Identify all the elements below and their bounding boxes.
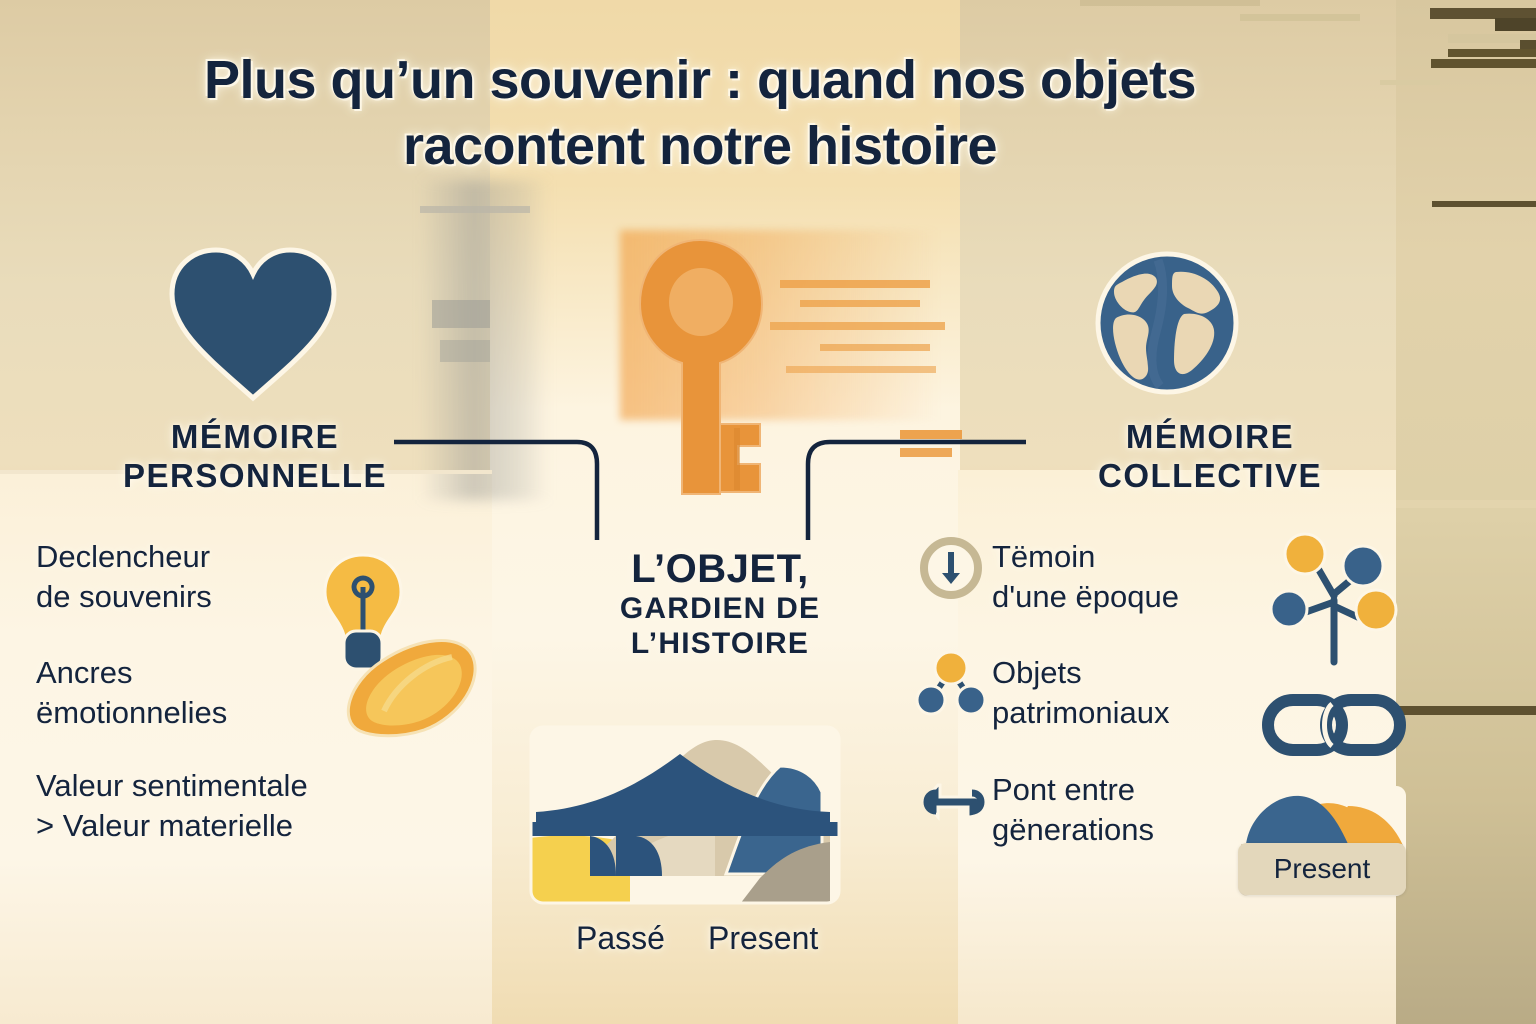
- list-item: Tëmoin d'une ëpoque: [918, 536, 1248, 618]
- center-heading-line-3: L’HISTOIRE: [630, 626, 810, 660]
- list-item-label: Valeur sentimentale > Valeur materielle: [30, 765, 308, 847]
- right-column-heading: MÉMOIRE COLLECTIVE: [1020, 418, 1400, 496]
- bullet-line-2: d'une ëpoque: [992, 579, 1179, 615]
- list-item-label: Ancres ëmotionnelies: [30, 652, 227, 734]
- bullet-line-2: de souvenirs: [36, 579, 212, 615]
- list-item-label: Pont entre gënerations: [992, 769, 1154, 851]
- title-line-2: racontent notre histoire: [402, 115, 998, 176]
- branching-tree-nodes-icon: [1269, 532, 1402, 666]
- clock-down-arrow-icon: [918, 536, 992, 602]
- bullet-line-1: Declencheur: [36, 539, 211, 574]
- center-heading-line-1: L’OBJET,: [631, 547, 809, 591]
- left-heading-line-1: MÉMOIRE: [170, 418, 340, 455]
- chain-link-icon: [1262, 690, 1407, 760]
- node-bullet-icon: [0, 536, 30, 602]
- bullet-line-2: ëmotionnelies: [36, 694, 228, 730]
- present-badge: Present: [1238, 843, 1406, 895]
- key-icon: [638, 238, 788, 500]
- node-bullet-icon: [0, 652, 30, 718]
- bullet-line-1: Tëmoin: [992, 539, 1096, 574]
- center-column-heading: L’OBJET, GARDIEN DE L’HISTOIRE: [530, 546, 910, 661]
- list-item: Declencheur de souvenirs: [0, 536, 376, 618]
- list-item-label: Declencheur de souvenirs: [30, 536, 212, 618]
- list-item: Objets patrimoniaux: [915, 650, 1248, 734]
- bullet-line-2: patrimoniaux: [992, 694, 1170, 730]
- node-bullet-icon: [0, 765, 30, 831]
- bullet-line-1: Objets: [992, 654, 1082, 690]
- right-heading-line-2: COLLECTIVE: [1097, 456, 1322, 494]
- bullet-line-1: Ancres: [36, 654, 133, 690]
- right-heading-line-1: MÉMOIRE: [1125, 418, 1295, 455]
- background-left-panel: [0, 470, 492, 1024]
- axis-label-present: Present: [708, 920, 819, 956]
- list-item: Valeur sentimentale > Valeur materielle: [0, 765, 376, 847]
- list-item: Pont entre gënerations: [918, 769, 1248, 851]
- hierarchy-nodes-icon: [915, 650, 992, 718]
- bullet-line-2: gënerations: [992, 812, 1155, 848]
- left-bullet-list: Declencheur de souvenirs Ancres ëmotionn…: [0, 536, 376, 881]
- bridge-link-icon: [918, 769, 992, 835]
- title-line-1: Plus qu’un souvenir : quand nos objets: [203, 50, 1197, 110]
- connector-right: [805, 439, 1026, 540]
- heart-icon: [168, 246, 338, 402]
- page-title: Plus qu’un souvenir : quand nos objets r…: [0, 48, 1400, 180]
- bullet-line-2: > Valeur materielle: [36, 808, 294, 844]
- present-badge-label: Present: [1273, 853, 1371, 884]
- center-heading-line-2: GARDIEN DE: [619, 592, 821, 625]
- background-right-edge: [1396, 0, 1536, 1024]
- bullet-line-1: Valeur sentimentale: [36, 768, 308, 804]
- lightbulb-and-leaf-illustration: [300, 545, 500, 745]
- bullet-line-1: Pont entre: [992, 772, 1136, 808]
- left-heading-line-2: PERSONNELLE: [122, 456, 388, 494]
- globe-icon: [1092, 248, 1242, 398]
- bridge-over-valley-illustration: [529, 725, 841, 905]
- left-column-heading: MÉMOIRE PERSONNELLE: [40, 418, 470, 496]
- right-bullet-list: Tëmoin d'une ëpoque Objets patrimoniaux: [915, 536, 1248, 885]
- list-item-label: Objets patrimoniaux: [992, 652, 1169, 734]
- list-item-label: Tëmoin d'une ëpoque: [992, 536, 1179, 618]
- connector-left: [394, 439, 600, 540]
- axis-label-past: Passé: [576, 920, 665, 956]
- list-item: Ancres ëmotionnelies: [0, 652, 376, 734]
